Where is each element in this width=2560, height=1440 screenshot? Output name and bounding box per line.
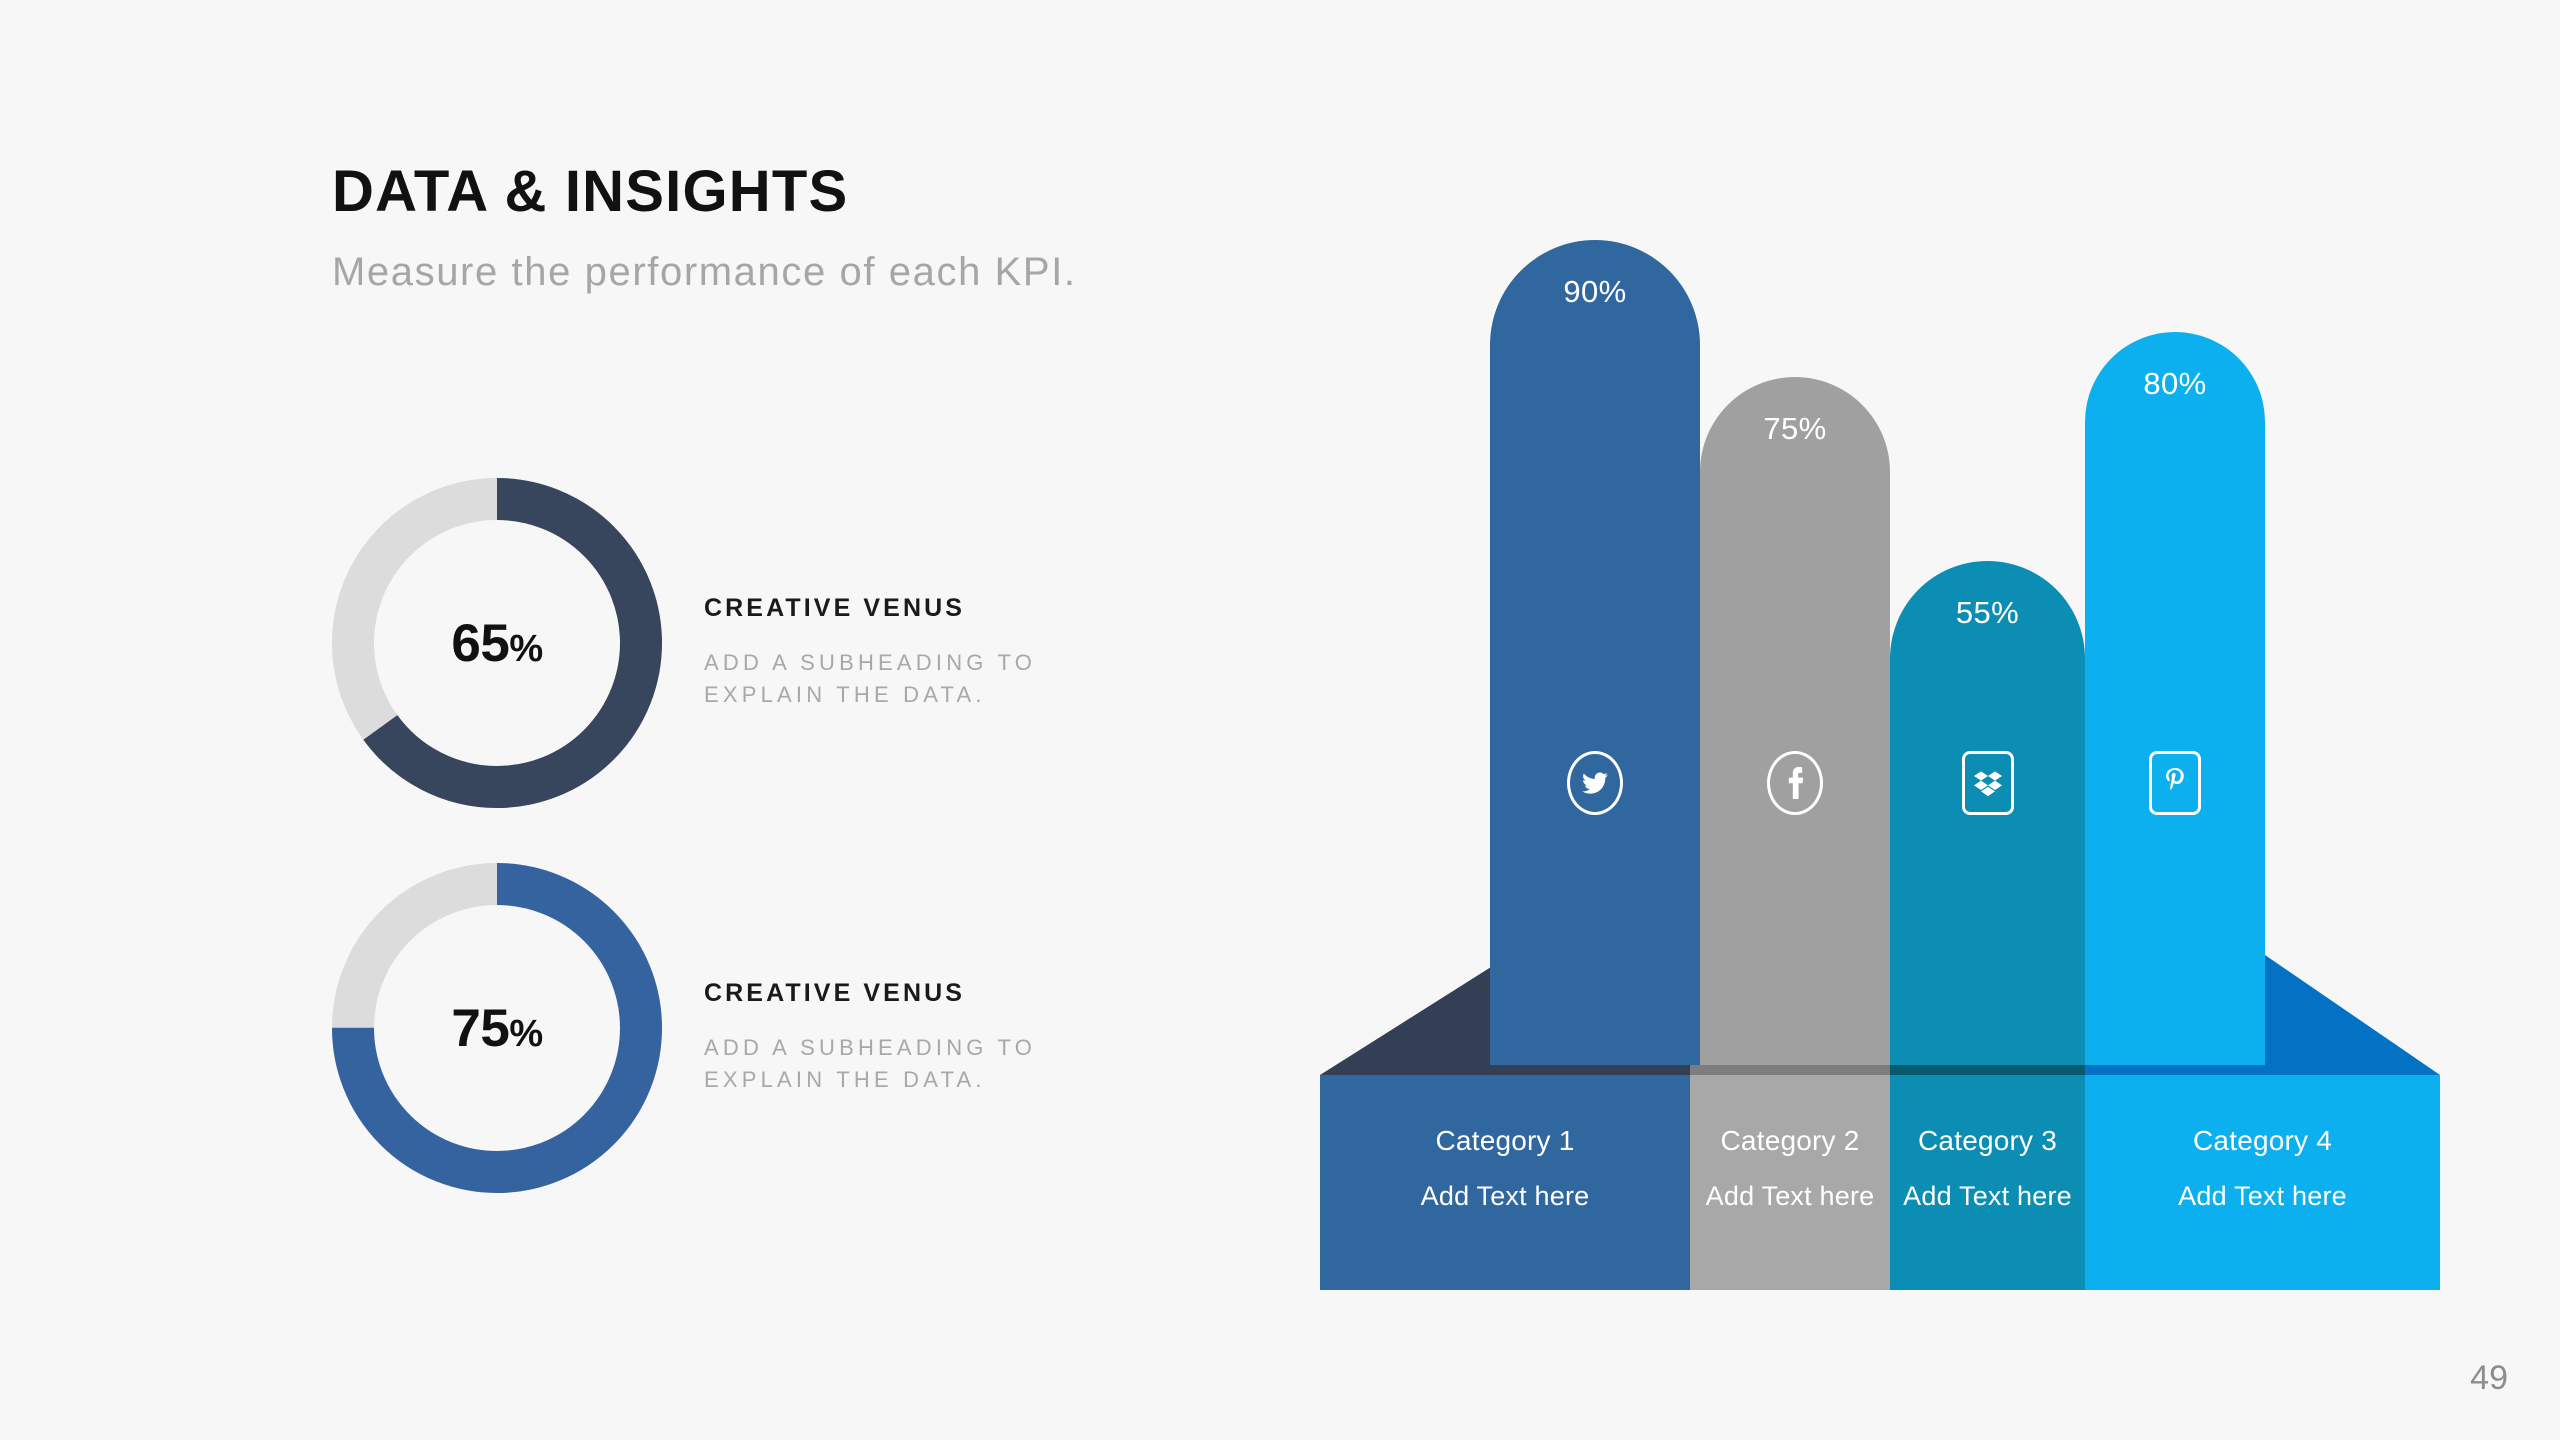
kpi-subheading-2-line-1: ADD A SUBHEADING TO <box>704 1035 1037 1060</box>
donut-chart-2: 75% <box>332 863 662 1193</box>
category-label-1: Category 1 <box>1435 1125 1575 1156</box>
kpi-row-2: 75% CREATIVE VENUS ADD A SUBHEADING TO E… <box>332 863 1232 1193</box>
pedestal-face-3[interactable]: Category 3 Add Text here <box>1890 1075 2085 1290</box>
category-caption-2: Add Text here <box>1705 1181 1875 1211</box>
category-caption-1: Add Text here <box>1420 1181 1590 1211</box>
donut-svg-1 <box>332 478 662 808</box>
bar-category-4[interactable]: 80% <box>2085 332 2265 1065</box>
facebook-icon[interactable] <box>1767 751 1823 815</box>
dropbox-icon[interactable] <box>1961 751 2014 815</box>
category-label-4: Category 4 <box>2193 1125 2332 1156</box>
bar-value-2: 75% <box>1763 411 1827 446</box>
pedestal-face-2[interactable]: Category 2 Add Text here <box>1690 1075 1890 1290</box>
donut-chart-1: 65% <box>332 478 662 808</box>
pedestal-face-1[interactable]: Category 1 Add Text here <box>1320 1075 1690 1290</box>
donut-svg-2 <box>332 863 662 1193</box>
pinterest-icon[interactable] <box>2149 751 2201 815</box>
page-title: DATA & INSIGHTS <box>332 159 849 224</box>
kpi-text-2: CREATIVE VENUS ADD A SUBHEADING TO EXPLA… <box>704 979 1036 1096</box>
category-label-3: Category 3 <box>1918 1125 2057 1156</box>
social-icon-2[interactable] <box>1700 751 1890 815</box>
pedestal-face-4[interactable]: Category 4 Add Text here <box>2085 1075 2440 1290</box>
kpi-heading-2: CREATIVE VENUS <box>704 979 966 1007</box>
bar-shape-4 <box>2085 332 2265 1065</box>
page-subtitle: Measure the performance of each KPI. <box>332 250 1077 294</box>
category-caption-3: Add Text here <box>1903 1181 2072 1211</box>
bar-category-3[interactable]: 55% <box>1890 561 2085 1065</box>
kpi-subheading-1: ADD A SUBHEADING TO EXPLAIN THE DATA. <box>704 647 1036 711</box>
bar-value-1: 90% <box>1563 274 1627 309</box>
kpi-subheading-1-line-2: EXPLAIN THE DATA. <box>704 681 986 707</box>
bar-value-4: 80% <box>2143 366 2207 401</box>
kpi-subheading-2: ADD A SUBHEADING TO EXPLAIN THE DATA. <box>704 1032 1036 1096</box>
social-icon-1[interactable] <box>1490 751 1700 815</box>
social-icon-3[interactable] <box>1890 751 2085 815</box>
category-label-2: Category 2 <box>1720 1125 1860 1156</box>
bar-category-2[interactable]: 75% <box>1700 377 1890 1065</box>
bar-category-1[interactable]: 90% <box>1490 240 1700 1065</box>
twitter-icon[interactable] <box>1567 751 1623 815</box>
kpi-heading-1: CREATIVE VENUS <box>704 594 966 622</box>
kpi-subheading-1-line-1: ADD A SUBHEADING TO <box>704 650 1037 675</box>
kpi-text-1: CREATIVE VENUS ADD A SUBHEADING TO EXPLA… <box>704 594 1036 711</box>
page-number: 49 <box>2470 1359 2508 1397</box>
category-caption-4: Add Text here <box>2178 1181 2347 1211</box>
bar-shape-2 <box>1700 377 1890 1065</box>
bar-value-3: 55% <box>1955 595 2020 630</box>
kpi-subheading-2-line-2: EXPLAIN THE DATA. <box>704 1066 986 1092</box>
social-icon-4[interactable] <box>2085 751 2265 815</box>
kpi-row-1: 65% CREATIVE VENUS ADD A SUBHEADING TO E… <box>332 478 1232 808</box>
bar-chart: 90% 75% <box>1300 120 2480 1290</box>
bar-shape-1 <box>1490 240 1700 1065</box>
